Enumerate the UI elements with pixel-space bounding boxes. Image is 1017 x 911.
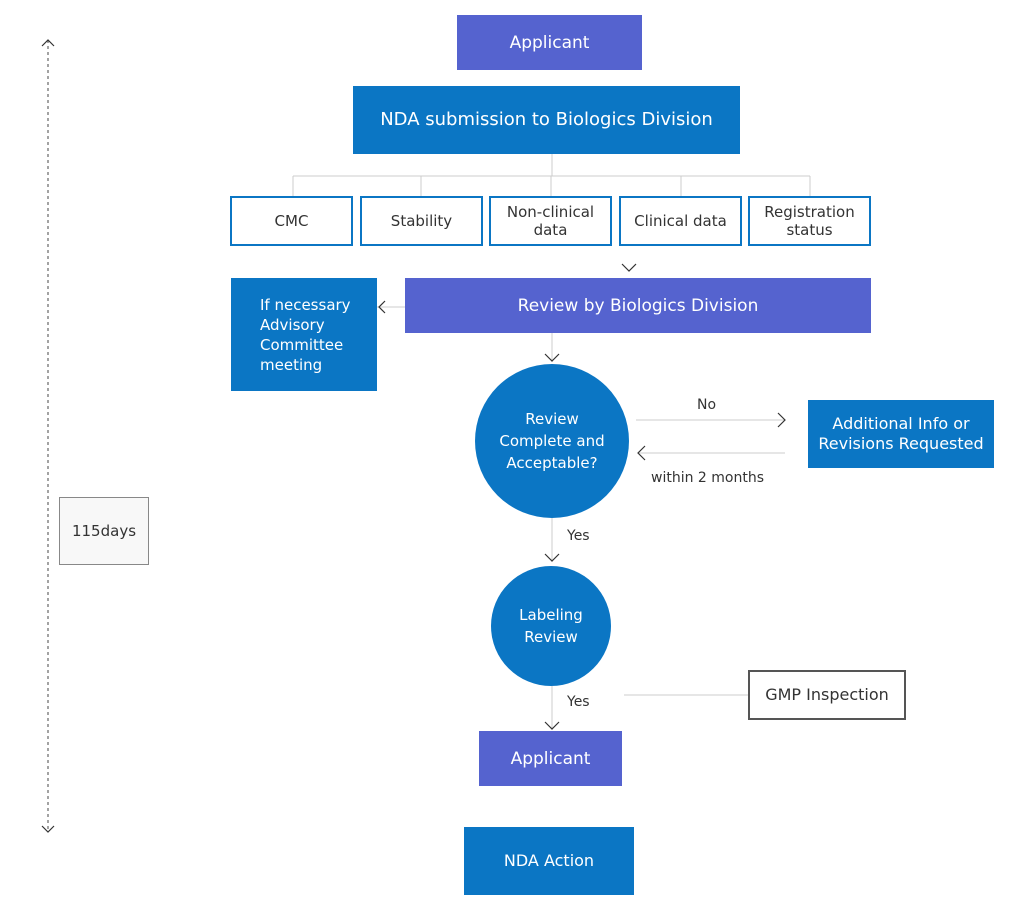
advisory-node: If necessary Advisory Committee meeting xyxy=(231,278,377,391)
nda-action-node: NDA Action xyxy=(464,827,634,895)
gmp-inspection-node: GMP Inspection xyxy=(748,670,906,720)
arrow-to-additional-info xyxy=(777,412,786,428)
nda-submission-node: NDA submission to Biologics Division xyxy=(353,86,740,154)
category-registration: Registration status xyxy=(748,196,871,246)
category-stability: Stability xyxy=(360,196,483,246)
labeling-review-node: Labeling Review xyxy=(491,566,611,686)
arrow-to-review xyxy=(621,263,637,272)
timeline-down-arrow xyxy=(41,825,55,833)
category-non-clinical: Non-clinical data xyxy=(489,196,612,246)
yes-label-labeling: Yes xyxy=(567,694,590,710)
arrow-back-to-decision xyxy=(637,445,646,461)
arrow-to-decision xyxy=(544,353,560,362)
review-division-node: Review by Biologics Division xyxy=(405,278,871,333)
bottom-applicant-node: Applicant xyxy=(479,731,622,786)
timeline-label-box: 115days xyxy=(59,497,149,565)
arrow-to-bottom-applicant xyxy=(544,721,560,730)
within-label: within 2 months xyxy=(651,470,765,486)
category-clinical: Clinical data xyxy=(619,196,742,246)
arrow-to-advisory xyxy=(378,300,386,314)
timeline-up-arrow xyxy=(41,39,55,47)
yes-label-decision: Yes xyxy=(567,528,590,544)
no-label: No xyxy=(697,397,717,413)
top-applicant-node: Applicant xyxy=(457,15,642,70)
decision-node: Review Complete and Acceptable? xyxy=(475,364,629,518)
arrow-to-labeling xyxy=(544,553,560,562)
additional-info-node: Additional Info or Revisions Requested xyxy=(808,400,994,468)
category-cmc: CMC xyxy=(230,196,353,246)
